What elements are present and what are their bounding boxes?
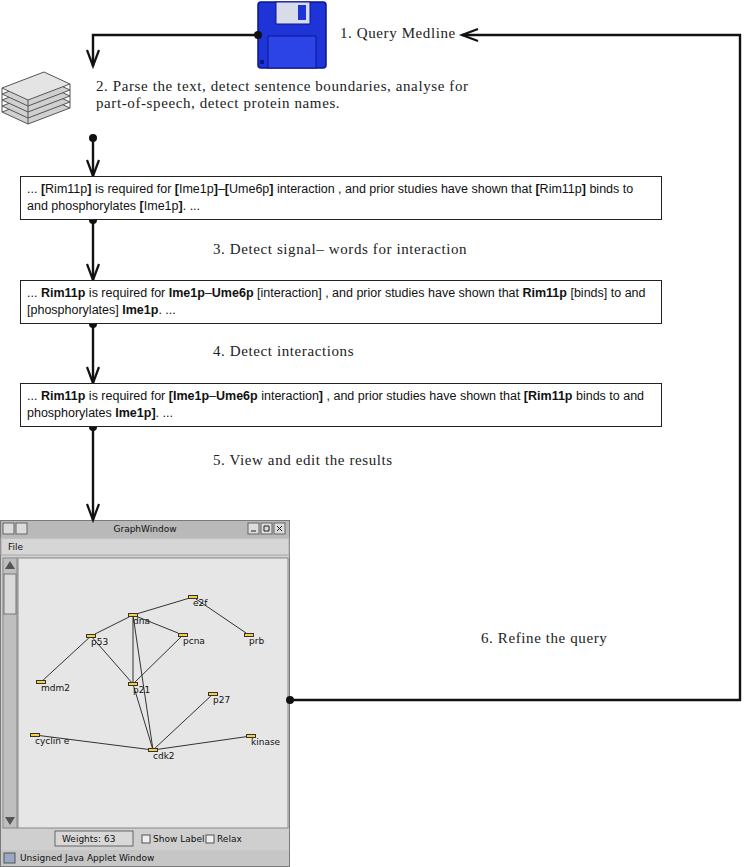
connector-line — [138, 599, 188, 614]
node-label: pcna — [183, 635, 205, 647]
flow-arrow — [87, 134, 99, 176]
arrow-head — [87, 50, 99, 66]
text-excerpt-box: ... Rim11p is required for Ime1p–Ume6p [… — [20, 280, 662, 324]
graph-edge — [43, 638, 89, 680]
step-label: 6. Refine the query — [478, 630, 610, 647]
step-text: ... Rim11p is required for Ime1p–Ume6p [… — [27, 285, 655, 319]
node-label: p27 — [213, 694, 230, 706]
step-text: ... Rim11p is required for [Ime1p–Ume6p … — [27, 388, 655, 422]
node-label: kinase — [251, 736, 280, 748]
graph-edge — [95, 617, 129, 634]
connector-line — [158, 737, 246, 750]
text-excerpt-box: ... Rim11p is required for [Ime1p–Ume6p … — [20, 383, 662, 427]
graph-edge — [155, 696, 211, 748]
arrow-head — [87, 367, 99, 383]
connector-line — [95, 617, 129, 634]
graph-node: mdm2 — [36, 680, 46, 684]
arrow-head — [87, 160, 99, 176]
graph-node: cdk2 — [148, 748, 158, 752]
connector-line — [135, 637, 181, 682]
start-dot — [286, 696, 294, 704]
graph-edge — [138, 599, 188, 614]
start-dot — [89, 134, 97, 142]
arrow-head — [462, 29, 478, 41]
node-label: p21 — [133, 684, 150, 696]
connector-line — [92, 427, 94, 520]
node-label: p53 — [91, 636, 108, 648]
step-label: 3. Detect signal– words for interaction — [210, 241, 470, 258]
graph-edge — [158, 737, 246, 750]
node-label: prb — [249, 635, 264, 647]
window-text: Relax — [217, 833, 242, 845]
connector-line — [92, 324, 94, 383]
floppy-disk-icon — [258, 2, 326, 68]
connector-line — [290, 35, 740, 700]
connector-line — [133, 617, 134, 682]
window-text: GraphWindow — [0, 523, 290, 535]
connector-line — [93, 35, 258, 66]
graph-node: dna — [128, 613, 138, 617]
window-text: Unsigned Java Applet Window — [20, 852, 154, 864]
node-label: cyclin e — [35, 735, 69, 747]
graph-edge — [134, 686, 153, 748]
graph-node: prb — [244, 633, 254, 637]
window-text: Weights: 63 — [62, 833, 115, 845]
graph-node: p53 — [86, 634, 96, 638]
flow-arrow — [286, 29, 740, 704]
arrow-head — [87, 264, 99, 280]
graph-edge — [135, 637, 181, 682]
graph-node: p27 — [208, 692, 218, 696]
node-label: mdm2 — [41, 682, 70, 694]
flow-arrow — [87, 31, 262, 66]
step-label: 5. View and edit the results — [210, 452, 396, 469]
graph-node: p21 — [128, 682, 138, 686]
graph-node: pcna — [178, 633, 188, 637]
flow-arrow — [87, 320, 99, 383]
connector-line — [134, 686, 153, 748]
text-excerpt-box: ... [Rim11p] is required for [Ime1p]–[Um… — [20, 176, 662, 220]
window-text: File — [8, 541, 23, 553]
connector-line — [43, 638, 89, 680]
graph-edge — [133, 617, 134, 682]
connector-line — [92, 138, 94, 176]
step-text: 2. Parse the text, detect sentence bound… — [96, 78, 481, 112]
flow-arrow — [87, 423, 99, 520]
parse-step: 2. Parse the text, detect sentence bound… — [0, 66, 500, 138]
start-dot — [254, 31, 262, 39]
graph-node: kinase — [246, 734, 256, 738]
arrow-head — [87, 504, 99, 520]
graph-node: cyclin e — [30, 733, 40, 737]
graph-node: e2f — [188, 595, 198, 599]
node-label: e2f — [193, 597, 207, 609]
connector-line — [155, 696, 211, 748]
window-text: Show Label — [153, 833, 204, 845]
flow-arrow — [87, 216, 99, 280]
query-step: 1. Query Medline — [258, 0, 462, 70]
step-label: 4. Detect interactions — [210, 343, 357, 360]
applet-window-chrome — [1, 521, 290, 867]
graph-window: GraphWindowFileWeights: 63 Show Label Rela… — [0, 520, 290, 867]
step-text: 1. Query Medline — [340, 25, 456, 42]
step-text: ... [Rim11p] is required for [Ime1p]–[Um… — [27, 181, 655, 215]
node-label: cdk2 — [153, 750, 175, 762]
paper-stack-icon — [2, 72, 70, 124]
connector-line — [92, 220, 94, 280]
node-label: dna — [133, 615, 150, 627]
